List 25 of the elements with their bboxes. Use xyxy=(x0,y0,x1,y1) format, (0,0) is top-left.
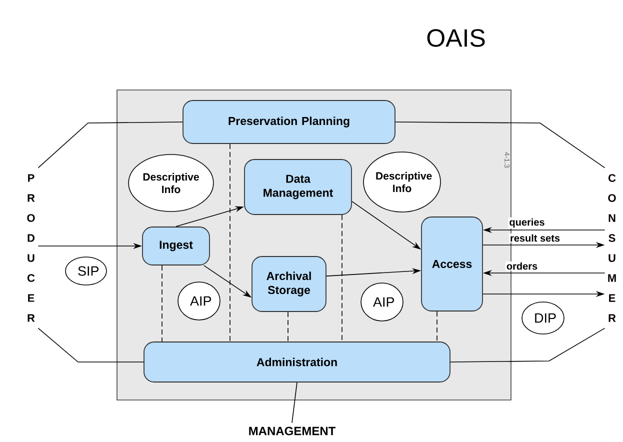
info-oval: Descriptive Info xyxy=(128,154,214,212)
connector-line xyxy=(38,122,183,168)
function-box: Archival Storage xyxy=(252,256,326,312)
info-oval: Descriptive Info xyxy=(363,152,441,212)
entity-label: P R O D U C E R xyxy=(27,174,35,322)
edge-label: result sets xyxy=(509,233,562,243)
function-box: Preservation Planning xyxy=(182,100,396,144)
connector-line xyxy=(292,382,298,424)
edge-label: queries xyxy=(508,217,546,229)
function-box: Data Management xyxy=(244,159,352,215)
info-oval: AIP xyxy=(178,282,220,320)
info-oval: AIP xyxy=(360,282,404,322)
function-box: Ingest xyxy=(142,226,210,266)
edge-label: orders xyxy=(505,261,539,271)
dashed-line xyxy=(436,311,438,342)
function-box: Access xyxy=(421,216,483,312)
function-box: Administration xyxy=(144,342,450,382)
title: OAIS xyxy=(427,29,485,47)
connector-line xyxy=(450,328,606,362)
info-oval: SIP xyxy=(65,256,107,286)
entity-label: C O N S U M E R xyxy=(608,174,616,322)
connector-line xyxy=(395,122,606,168)
connector-line xyxy=(38,328,144,362)
entity-label: MANAGEMENT xyxy=(249,426,336,436)
info-oval: DIP xyxy=(522,302,564,334)
